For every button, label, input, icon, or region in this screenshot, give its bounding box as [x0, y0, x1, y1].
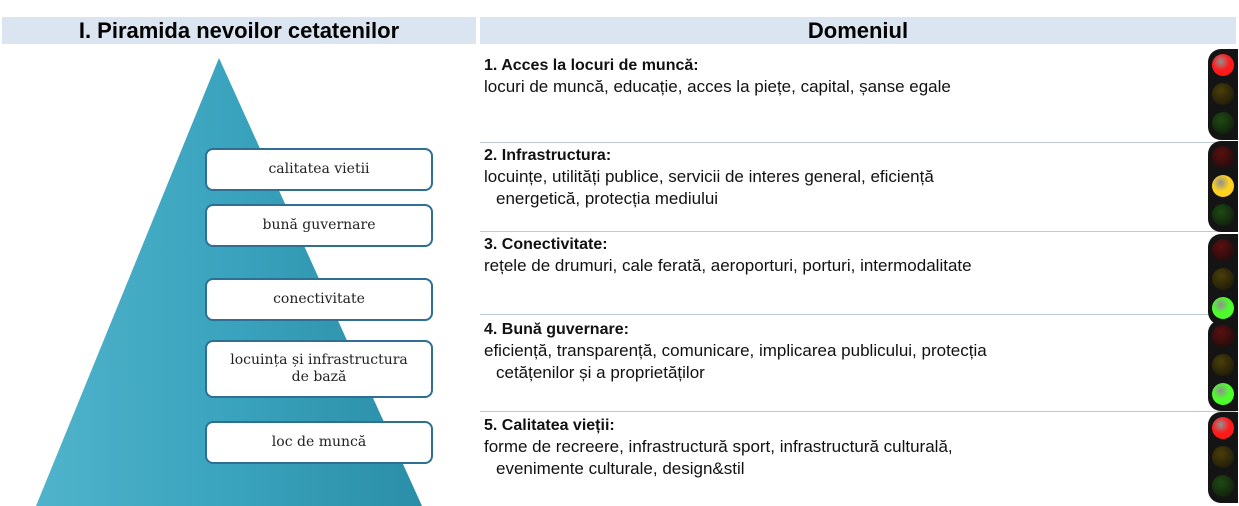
traffic-light-icon [1208, 234, 1238, 325]
traffic-light-icon [1208, 49, 1238, 140]
domain-title: 1. Acces la locuri de muncă: [484, 57, 699, 74]
traffic-light-icon [1208, 141, 1238, 232]
domain-row: 2. Infrastructura: locuințe, utilități pu… [484, 146, 1204, 210]
domain-title: 4. Bună guvernare: [484, 321, 629, 338]
green-lamp-off [1212, 475, 1234, 497]
row-separator [480, 231, 1236, 232]
yellow-lamp-off [1212, 83, 1234, 105]
domain-description: forme de recreere, infrastructură sport,… [484, 436, 1204, 480]
domain-title: 2. Infrastructura: [484, 147, 612, 164]
green-lamp-off [1212, 204, 1234, 226]
domain-description: eficiență, transparență, comunicare, imp… [484, 340, 1204, 384]
pyramid-level-label: conectivitate [273, 291, 365, 307]
pyramid-level-label: locuința și infrastructura [230, 352, 408, 368]
green-lamp-on [1212, 297, 1234, 319]
pyramid-level-label: loc de muncă [271, 434, 367, 450]
pyramid-header: I. Piramida nevoilor cetatenilor [2, 17, 476, 44]
traffic-light-icon [1208, 412, 1238, 503]
domain-description-line: eficiență, transparență, comunicare, imp… [484, 341, 987, 360]
green-lamp-off [1212, 112, 1234, 134]
domain-description: rețele de drumuri, cale ferată, aeroport… [484, 255, 1204, 277]
row-separator [480, 314, 1236, 315]
row-separator [480, 142, 1236, 143]
domain-description-line: cetățenilor și a proprietăților [496, 363, 705, 382]
yellow-lamp-off [1212, 354, 1234, 376]
red-lamp-on [1212, 417, 1234, 439]
domain-description-line: rețele de drumuri, cale ferată, aeroport… [484, 256, 972, 275]
domain-description-line: forme de recreere, infrastructură sport,… [484, 437, 953, 456]
domain-title: 5. Calitatea vieții: [484, 417, 615, 434]
domain-description: locuințe, utilități publice, servicii de… [484, 166, 1204, 210]
domain-header: Domeniul [480, 17, 1236, 44]
red-lamp-off [1212, 325, 1234, 347]
domain-row: 5. Calitatea vieții: forme de recreere, i… [484, 416, 1204, 480]
pyramid-level: bună guvernare [205, 204, 433, 247]
domain-row: 3. Conectivitate: rețele de drumuri, cale… [484, 235, 1204, 277]
yellow-lamp-off [1212, 268, 1234, 290]
domain-row: 4. Bună guvernare: eficiență, transparenț… [484, 320, 1204, 384]
domain-description-line: locuințe, utilități publice, servicii de… [484, 167, 934, 186]
domain-description-line: evenimente culturale, design&stil [496, 459, 745, 478]
pyramid-level-label: de bază [291, 369, 347, 385]
yellow-lamp-on [1212, 175, 1234, 197]
red-lamp-off [1212, 239, 1234, 261]
domain-description-line: energetică, protecția mediului [496, 189, 719, 208]
domain-description: locuri de muncă, educație, acces la pieț… [484, 76, 1204, 98]
red-lamp-off [1212, 146, 1234, 168]
yellow-lamp-off [1212, 446, 1234, 468]
traffic-light-icon [1208, 320, 1238, 411]
pyramid-level: loc de muncă [205, 421, 433, 464]
pyramid-level-label: bună guvernare [262, 217, 376, 233]
pyramid-level-label: calitatea vietii [268, 161, 370, 177]
pyramid-level: calitatea vietii [205, 148, 433, 191]
green-lamp-on [1212, 383, 1234, 405]
pyramid-level: conectivitate [205, 278, 433, 321]
domain-title: 3. Conectivitate: [484, 236, 608, 253]
domain-row: 1. Acces la locuri de muncă: locuri de mu… [484, 56, 1204, 98]
domain-description-line: locuri de muncă, educație, acces la pieț… [484, 77, 951, 96]
row-separator [480, 411, 1236, 412]
red-lamp-on [1212, 54, 1234, 76]
